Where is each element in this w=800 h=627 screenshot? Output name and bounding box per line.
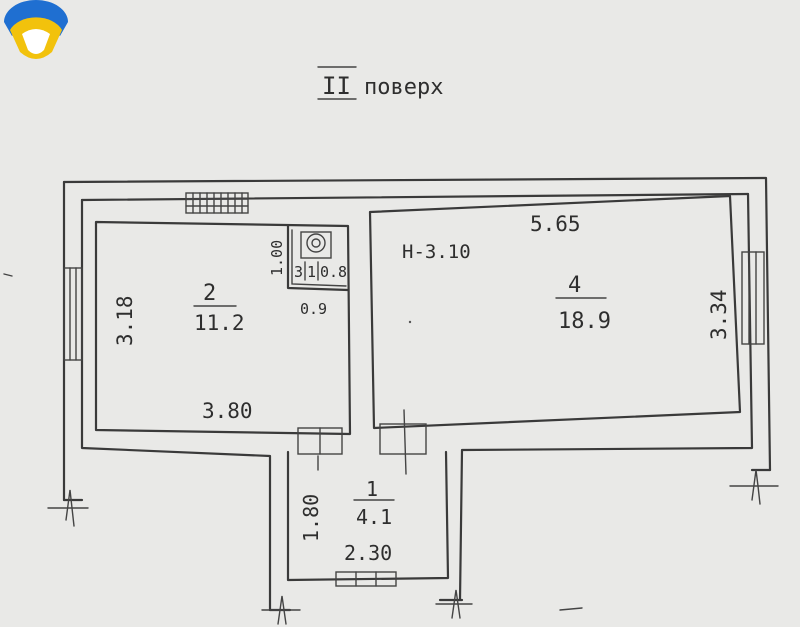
toilet-icon [306,233,326,253]
room-4-height: 3.34 [707,289,731,340]
vent-grille [185,192,249,214]
wc-area: 0.9 [300,300,327,318]
wc-width: 1 [307,263,316,281]
window-right [741,251,765,345]
room-4-labels: 5.65 H-3.10 4 18.9 3.34 [402,212,731,340]
room-1-area: 4.1 [356,505,392,529]
room-4-area: 18.9 [558,309,611,334]
room-2-labels: 2 11.2 3.80 3.18 [113,281,253,423]
door-room-4 [379,409,427,475]
wc-labels: 1.00 3 1 0.8 0.9 [268,240,347,318]
wc-height: 1.00 [268,240,286,276]
window-bottom [335,571,397,587]
room-4-width: 5.65 [530,212,581,236]
window-left [63,267,83,361]
wc-number: 3 [294,263,303,281]
room-4-walls [368,194,742,430]
room-1-width: 2.30 [344,541,392,565]
room-2-height: 3.18 [113,295,137,346]
room-1-number: 1 [366,477,378,501]
room-2-area: 11.2 [194,311,245,335]
wc-cell [286,224,350,292]
room-1-height: 1.80 [299,494,323,542]
room-4-number: 4 [568,273,581,298]
room-1-labels: 1 4.1 2.30 1.80 [299,477,395,565]
room-2-walls [94,220,352,436]
door-room-2 [297,427,343,455]
room-2-number: 2 [203,281,216,306]
floor-roman: II [322,72,351,100]
floor-title: II поверх [317,66,443,100]
break-marks [47,469,779,625]
wc-depth: 0.8 [320,263,347,281]
floor-word: поверх [364,75,443,100]
room-4-ceiling: H-3.10 [402,241,471,263]
room-2-width: 3.80 [202,399,253,423]
logo-icon [4,0,68,59]
toilet-tank [300,231,332,259]
